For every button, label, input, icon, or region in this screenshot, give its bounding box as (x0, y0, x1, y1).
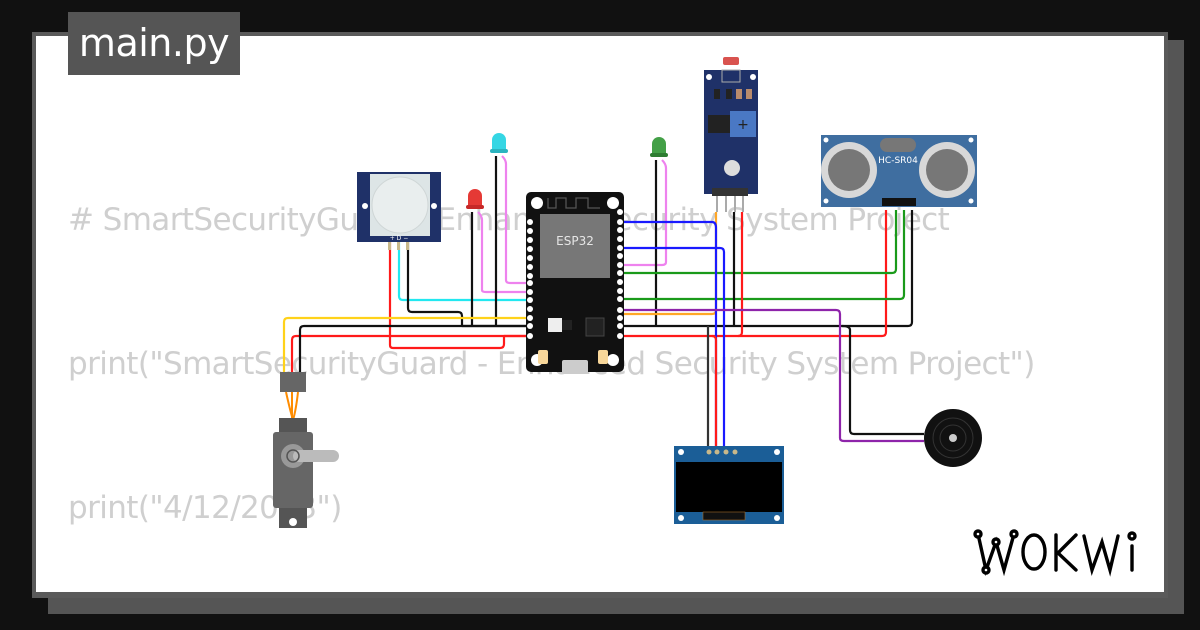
servo-motor[interactable] (273, 372, 339, 528)
oled-display[interactable] (674, 446, 784, 524)
ultrasonic-label: HC-SR04 (878, 156, 918, 166)
wire-led-cyan[interactable] (501, 155, 530, 285)
esp32-label: ESP32 (556, 234, 594, 248)
wire-pir-vcc[interactable] (388, 240, 530, 350)
pir-pin-labels: + D − (390, 235, 409, 242)
wire-us-trig[interactable] (620, 210, 898, 275)
wire-oled-vcc[interactable] (711, 334, 718, 452)
wire-ldr-vcc[interactable] (737, 212, 744, 338)
led-green[interactable] (650, 137, 668, 157)
ultrasonic-sensor[interactable]: HC-SR04 (821, 135, 977, 207)
wire-pir-gnd[interactable] (406, 240, 530, 328)
wire-servo-signal[interactable] (282, 316, 530, 374)
wire-servo-gnd[interactable] (298, 324, 530, 374)
wire-oled-sda[interactable] (620, 246, 726, 452)
pir-sensor[interactable]: + D − (357, 172, 441, 250)
code-line: print("SmartSecurityGuard - Enhanced Sec… (68, 346, 1035, 382)
led-red[interactable] (466, 189, 484, 209)
ldr-module[interactable]: + (704, 57, 758, 212)
wire-pir-signal[interactable] (397, 240, 530, 302)
wire-buzzer-gnd[interactable] (841, 324, 924, 436)
wire-led-red[interactable] (477, 211, 530, 294)
esp32-right-pins (617, 209, 623, 339)
wires (282, 155, 924, 452)
wire-vcc-bus[interactable] (620, 210, 888, 338)
preview-card: # SmartSecurityGuard - Enhanced Security… (36, 36, 1164, 592)
svg-text:+: + (737, 117, 749, 133)
wire-us-echo[interactable] (620, 210, 906, 301)
wire-oled-scl[interactable] (620, 220, 718, 452)
esp32-left-pins (527, 219, 533, 339)
wire-led-green[interactable] (620, 159, 668, 267)
wire-servo-vcc[interactable] (290, 334, 530, 374)
wokwi-logo (973, 529, 1137, 577)
led-cyan[interactable] (490, 133, 508, 153)
wire-buzzer-signal[interactable] (620, 308, 924, 443)
wire-gnd-bus[interactable] (620, 210, 914, 328)
buzzer[interactable] (924, 409, 982, 467)
file-tab[interactable]: main.py (68, 12, 240, 75)
esp32-board[interactable]: ESP32 (526, 192, 624, 374)
